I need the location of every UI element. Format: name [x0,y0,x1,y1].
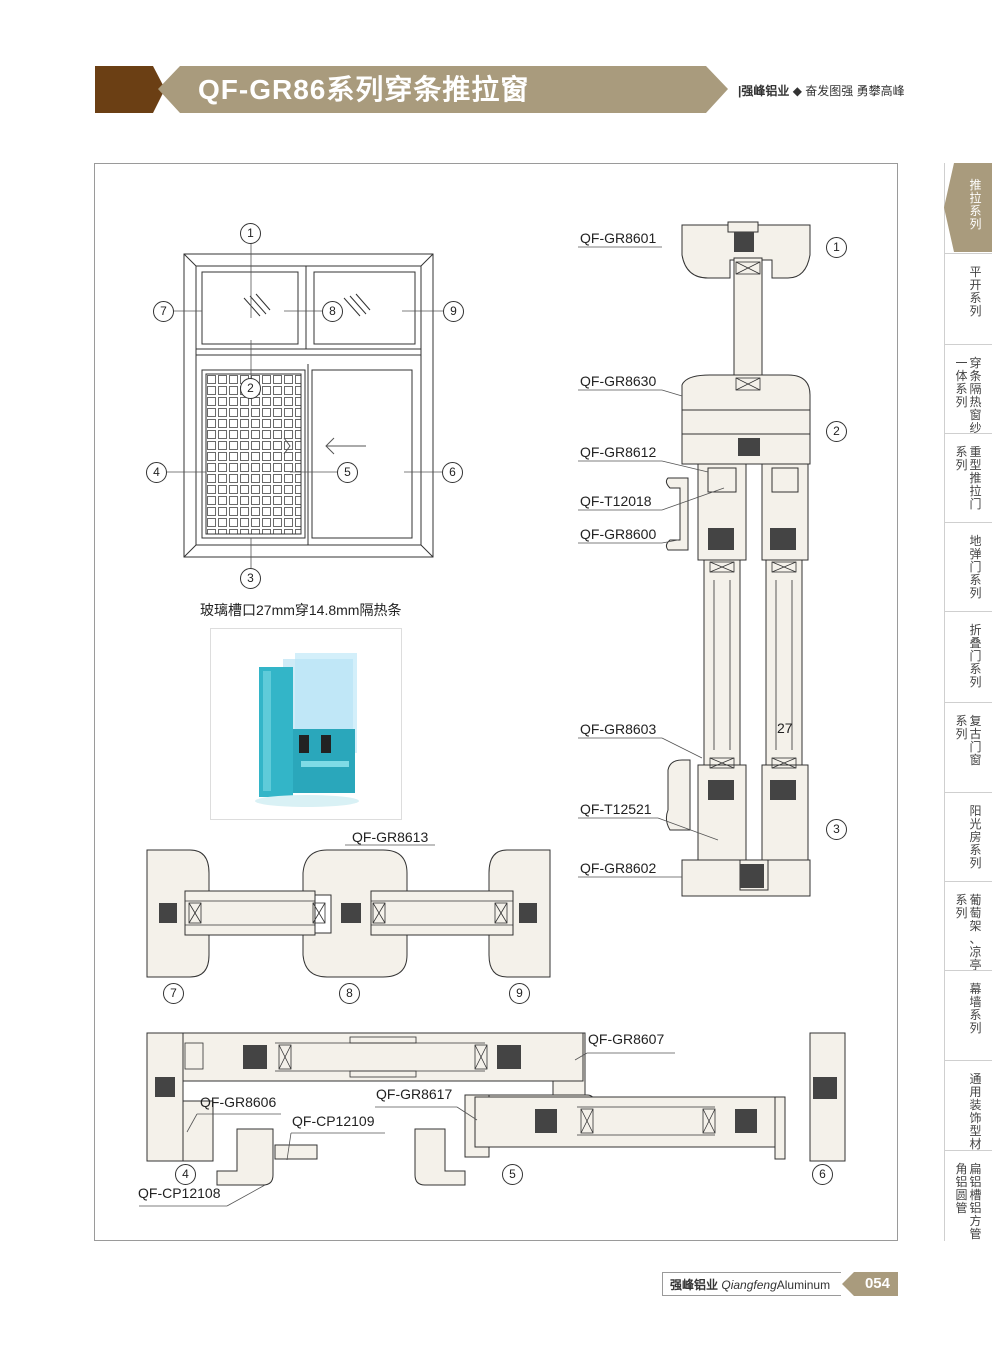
label-cp12108: QF-CP12108 [138,1185,221,1201]
side-tab-label: 幕墙系列 [969,983,982,1035]
side-tab-label-col: 地弹门系列 [969,534,982,600]
label-gr8630: QF-GR8630 [580,373,657,389]
header-slogan: |强峰铝业 ◆ 奋发图强 勇攀高峰 [738,82,905,99]
glass-slot-dimension: 27 [777,720,793,736]
side-tab-11[interactable]: 通用装饰型材 [944,1060,992,1151]
side-tab-12[interactable]: 扁铝槽铝方管角铝圆管 [944,1150,992,1241]
section-marker-2: 2 [826,421,847,442]
label-gr8603: QF-GR8603 [580,721,657,737]
side-tab-label-col: 平开系列 [969,265,982,318]
window-elevation-drawing [167,242,443,568]
side-tab-label-col: 通用装饰型材 [969,1072,982,1151]
side-tab-label: 推拉系列 [969,179,982,231]
side-tab-label: 重型推拉门系列 [955,446,982,511]
side-tab-1[interactable]: 推拉系列 [944,163,992,252]
side-tab-label-col: 幕墙系列 [969,982,982,1035]
side-tab-4[interactable]: 重型推拉门系列 [944,433,992,522]
side-tab-label-col: 复古门窗 [969,714,982,767]
transom-section-drawing [146,844,551,978]
transom-marker-8: 8 [339,983,360,1004]
side-tab-9[interactable]: 葡萄架、凉亭系列 [944,881,992,972]
marker-9: 9 [443,301,464,322]
page-number: 054 [842,1272,898,1296]
side-tab-label-col: 阳光房系列 [969,804,982,870]
side-tab-label: 地弹门系列 [969,535,982,600]
page-title: QF-GR86系列穿条推拉窗 [198,74,530,105]
transom-marker-7: 7 [163,983,184,1004]
marker-2: 2 [240,378,261,399]
transom-marker-9: 9 [509,983,530,1004]
profile-photo-illustration [255,653,359,807]
side-tab-label-col: 角铝圆管 [955,1162,968,1215]
footer-brand: 强峰铝业 QiangfengAluminum [670,1276,830,1293]
horizontal-marker-4: 4 [175,1164,196,1185]
side-tab-label-col: 葡萄架、凉亭 [969,893,982,972]
diamond-icon: ◆ [792,84,802,98]
label-gr8600: QF-GR8600 [580,526,657,542]
side-tab-label-col: 扁铝槽铝方管 [969,1162,982,1241]
side-tab-3[interactable]: 穿条隔热窗纱一体系列 [944,344,992,435]
label-gr8607: QF-GR8607 [588,1031,665,1047]
side-tab-label: 穿条隔热窗纱一体系列 [955,357,982,435]
footer-brand-cn: 强峰铝业 [670,1278,719,1292]
side-tab-label: 阳光房系列 [969,805,982,870]
side-tab-7[interactable]: 复古门窗系列 [944,702,992,791]
side-tab-label-col: 系列 [955,445,968,472]
label-gr8613: QF-GR8613 [352,829,429,845]
side-tab-label: 折叠门系列 [969,624,982,689]
header-accent-block [95,66,165,113]
marker-1: 1 [240,223,261,244]
marker-7: 7 [153,301,174,322]
side-tab-5[interactable]: 地弹门系列 [944,522,992,611]
side-tab-label-col: 推拉系列 [969,178,982,231]
side-tab-label: 通用装饰型材 [969,1073,982,1151]
side-tab-label: 复古门窗系列 [955,715,982,767]
vertical-section-drawing [665,221,811,897]
side-tab-10[interactable]: 幕墙系列 [944,970,992,1059]
horizontal-leader-lines [139,1052,675,1207]
marker-3: 3 [240,568,261,589]
side-tab-8[interactable]: 阳光房系列 [944,792,992,881]
slogan-text: 奋发图强 勇攀高峰 [805,84,905,98]
label-gr8606: QF-GR8606 [200,1094,277,1110]
label-cp12109: QF-CP12109 [292,1113,375,1129]
side-tab-label-col: 折叠门系列 [969,623,982,689]
horizontal-section-drawing [146,1032,846,1186]
product-photo [210,628,402,820]
side-tab-2[interactable]: 平开系列 [944,253,992,342]
header-brand: |强峰铝业 [738,84,790,98]
side-tab-label-col: 穿条隔热窗纱 [969,356,982,435]
label-t12521: QF-T12521 [580,801,652,817]
side-tab-6[interactable]: 折叠门系列 [944,611,992,700]
marker-4: 4 [146,462,167,483]
side-tab-label-col: 一体系列 [955,356,968,409]
marker-8: 8 [322,301,343,322]
label-t12018: QF-T12018 [580,493,652,509]
side-tab-label: 葡萄架、凉亭系列 [955,894,982,972]
horizontal-marker-6: 6 [812,1164,833,1185]
side-tab-label-col: 重型推拉门 [969,445,982,511]
label-gr8612: QF-GR8612 [580,444,657,460]
label-gr8601: QF-GR8601 [580,230,657,246]
side-tab-label-col: 系列 [955,714,968,741]
label-gr8617: QF-GR8617 [376,1086,453,1102]
glass-slot-caption: 玻璃槽口27mm穿14.8mm隔热条 [200,602,402,618]
marker-6: 6 [442,462,463,483]
side-tab-label-col: 系列 [955,893,968,920]
section-marker-1: 1 [826,237,847,258]
label-gr8602: QF-GR8602 [580,860,657,876]
horizontal-marker-5: 5 [502,1164,523,1185]
marker-5: 5 [337,462,358,483]
vertical-leader-lines [578,246,725,878]
side-tab-label: 平开系列 [969,266,982,318]
footer-brand-en-italic: Qiangfeng [721,1278,777,1292]
side-tab-label: 扁铝槽铝方管角铝圆管 [955,1163,982,1241]
section-marker-3: 3 [826,819,847,840]
footer-box [662,1272,841,1296]
footer-brand-en: Aluminum [776,1278,831,1292]
header-banner [158,66,728,113]
